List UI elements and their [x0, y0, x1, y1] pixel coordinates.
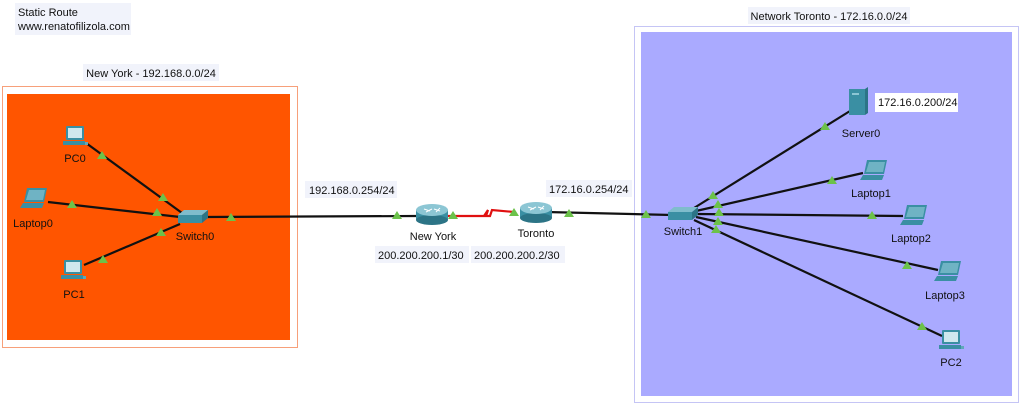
new-york-area: New York - 192.168.0.0/24 — [2, 64, 298, 348]
link-switch1-laptop2 — [695, 212, 904, 218]
device-label: Switch0 — [176, 231, 215, 243]
device-pc2[interactable]: PC2 — [939, 330, 964, 369]
device-switch1[interactable]: Switch1 — [664, 207, 703, 238]
serial-link-ny-toronto — [448, 208, 515, 218]
device-laptop2[interactable]: Laptop2 — [891, 205, 931, 245]
toronto-lan-ip: 172.16.0.254/24 — [549, 184, 629, 196]
device-label: Laptop1 — [851, 188, 891, 200]
link-pc1-switch0 — [83, 222, 181, 267]
note-website: www.renatofilizola.com — [17, 21, 130, 33]
ny-wan-ip: 200.200.200.1/30 — [378, 250, 464, 262]
link-switch1-laptop1 — [695, 171, 864, 213]
switch-icon — [178, 210, 208, 223]
ip-labels: 192.168.0.254/24 200.200.200.1/30 200.20… — [305, 180, 632, 263]
device-label: Toronto — [518, 228, 555, 240]
router-icon — [415, 203, 449, 226]
device-router-toronto[interactable]: Toronto — [518, 201, 555, 240]
note-title: Static Route — [18, 7, 78, 19]
device-label: Server0 — [842, 128, 881, 140]
toronto-area: Network Toronto - 172.16.0.0/24 — [634, 7, 1019, 403]
device-pc0[interactable]: PC0 — [63, 126, 88, 165]
device-laptop0[interactable]: Laptop0 — [13, 188, 53, 230]
device-label: New York — [410, 231, 457, 243]
device-pc1[interactable]: PC1 — [61, 260, 86, 301]
link-switch1-pc2 — [693, 219, 943, 337]
toronto-area-title: Network Toronto - 172.16.0.0/24 — [751, 11, 908, 23]
toronto-wan-ip: 200.200.200.2/30 — [474, 250, 560, 262]
device-router-new-york[interactable]: New York — [410, 203, 457, 243]
device-label: Laptop2 — [891, 233, 931, 245]
note-label: Static Route www.renatofilizola.com — [15, 3, 131, 35]
device-label: Laptop0 — [13, 218, 53, 230]
ny-lan-ip: 192.168.0.254/24 — [309, 185, 395, 197]
server-icon — [849, 87, 868, 115]
new-york-area-title: New York - 192.168.0.0/24 — [86, 68, 216, 80]
device-label: Switch1 — [664, 226, 703, 238]
link-switch1-laptop3 — [695, 215, 939, 272]
device-server0[interactable]: Server0 172.16.0.200/24 — [842, 87, 958, 140]
device-laptop1[interactable]: Laptop1 — [851, 160, 891, 200]
router-icon — [519, 201, 553, 224]
device-laptop3[interactable]: Laptop3 — [925, 261, 965, 302]
switch-icon — [668, 207, 698, 220]
device-label: PC2 — [940, 357, 961, 369]
server-ip: 172.16.0.200/24 — [878, 97, 958, 109]
device-label: PC1 — [63, 289, 84, 301]
device-label: PC0 — [64, 153, 85, 165]
device-label: Laptop3 — [925, 290, 965, 302]
device-switch0[interactable]: Switch0 — [176, 210, 215, 243]
link-switch0-router-ny — [204, 214, 417, 219]
